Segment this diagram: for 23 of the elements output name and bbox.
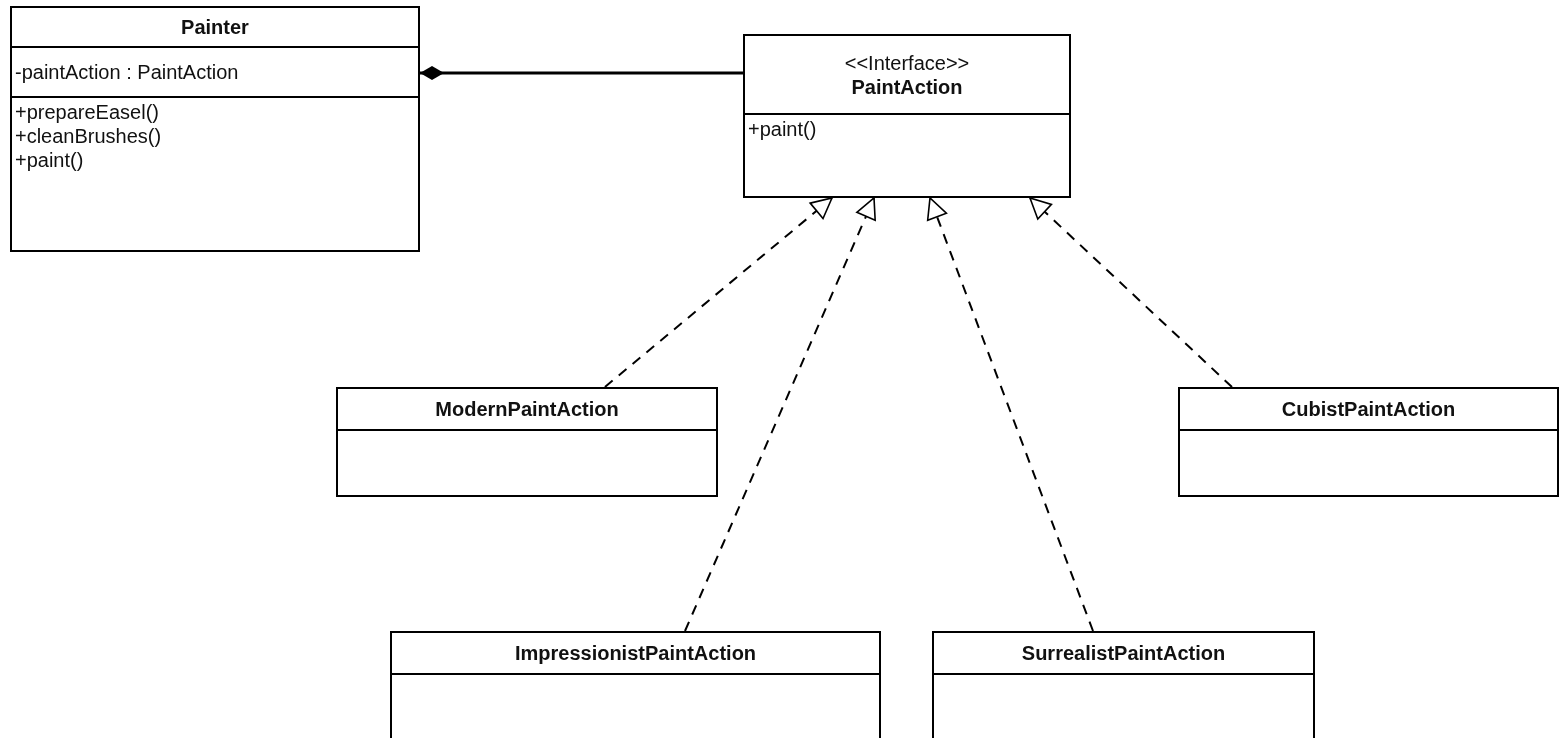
class-name: ModernPaintAction xyxy=(435,397,619,421)
class-name: ImpressionistPaintAction xyxy=(514,641,757,665)
class-name: Painter xyxy=(181,15,249,39)
class-box xyxy=(743,34,1071,198)
class-box xyxy=(336,387,718,497)
method-text: +prepareEasel() xyxy=(15,100,160,124)
composition-line xyxy=(420,66,743,80)
class-box xyxy=(10,6,420,252)
method-text: +paint() xyxy=(15,148,85,172)
class-box xyxy=(390,631,881,738)
realization-arrow xyxy=(926,197,1094,632)
method-text: +cleanBrushes() xyxy=(15,124,163,148)
class-box xyxy=(1178,387,1559,497)
attribute-text: -paintAction : PaintAction xyxy=(15,60,240,84)
class-box xyxy=(932,631,1315,738)
class-name: PaintAction xyxy=(851,74,963,99)
method-text: +paint() xyxy=(748,117,818,141)
class-name: SurrealistPaintAction xyxy=(1021,641,1226,665)
class-name: CubistPaintAction xyxy=(1281,397,1456,421)
realization-arrow xyxy=(1029,197,1233,388)
realization-arrow xyxy=(603,197,833,388)
stereotype-label: <<Interface>> xyxy=(844,50,970,75)
realization-arrow xyxy=(684,197,876,632)
